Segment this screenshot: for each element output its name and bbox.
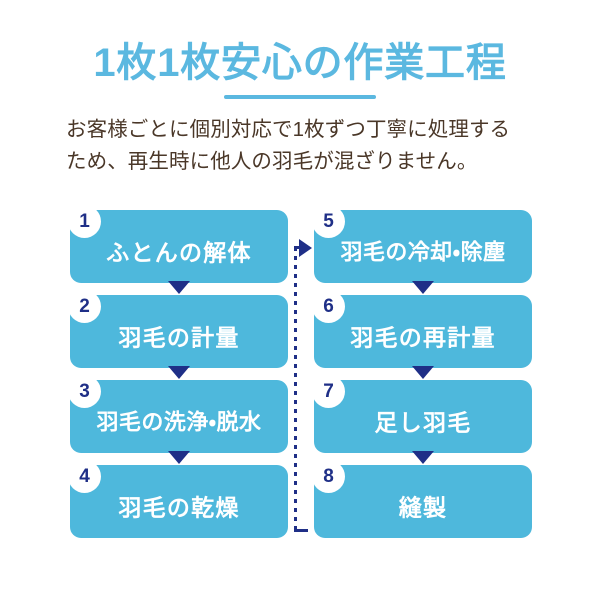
- step-number-badge-5: 5: [312, 205, 345, 238]
- step-label-3: 羽毛の洗浄・脱水: [96, 409, 262, 434]
- dotted-connector-head: [294, 246, 302, 249]
- step-label-4: 羽毛の乾燥: [118, 494, 240, 520]
- step-label-1: ふとんの解体: [106, 239, 252, 265]
- down-arrow-icon-1-to-2: [168, 281, 190, 294]
- flow-column-left: 1 ふとんの解体 2 羽毛の計量 3 羽毛の洗浄・脱水 4 羽毛の乾燥: [68, 205, 288, 538]
- step-number-badge-2: 2: [68, 290, 101, 323]
- down-arrow-icon-2-to-3: [168, 366, 190, 379]
- page-title: 1枚1枚安心の作業工程: [93, 41, 507, 85]
- flow-step-5[interactable]: 5 羽毛の冷却・除塵: [312, 205, 532, 294]
- step-number-badge-1: 1: [68, 205, 101, 238]
- step-number-badge-4: 4: [68, 460, 101, 493]
- title-underline-rule: [224, 95, 376, 99]
- step-number-badge-7: 7: [312, 375, 345, 408]
- step-label-5: 羽毛の冷却・除塵: [340, 239, 506, 264]
- step-label-6: 羽毛の再計量: [350, 324, 496, 350]
- lead-paragraph: お客様ごとに個別対応で1枚ずつ丁寧に処理する ため、再生時に他人の羽毛が混ざりま…: [66, 114, 544, 179]
- step-label-2: 羽毛の計量: [118, 324, 240, 350]
- down-arrow-icon-6-to-7: [412, 366, 434, 379]
- down-arrow-icon-7-to-8: [412, 451, 434, 464]
- down-arrow-icon-3-to-4: [168, 451, 190, 464]
- flow-step-7[interactable]: 7 足し羽毛: [312, 375, 532, 464]
- right-arrow-icon-4-to-5: [299, 239, 312, 257]
- lead-line-1: お客様ごとに個別対応で1枚ずつ丁寧に処理する: [66, 118, 511, 141]
- step-number-badge-3: 3: [68, 375, 101, 408]
- down-arrow-icon-5-to-6: [412, 281, 434, 294]
- flow-step-2[interactable]: 2 羽毛の計量: [68, 290, 288, 379]
- flow-step-4[interactable]: 4 羽毛の乾燥: [68, 460, 288, 538]
- step-label-7: 足し羽毛: [374, 409, 472, 435]
- header: 1枚1枚安心の作業工程: [0, 0, 600, 99]
- lead-line-2: ため、再生時に他人の羽毛が混ざりません。: [66, 150, 478, 174]
- flow-step-8[interactable]: 8 縫製: [312, 460, 532, 538]
- flow-step-1[interactable]: 1 ふとんの解体: [68, 205, 288, 294]
- step-number-badge-6: 6: [312, 290, 345, 323]
- dotted-connector-line: [294, 247, 297, 532]
- step-number-badge-8: 8: [312, 460, 345, 493]
- flow-step-6[interactable]: 6 羽毛の再計量: [312, 290, 532, 379]
- dotted-connector-foot: [294, 529, 308, 532]
- step-label-8: 縫製: [398, 494, 448, 520]
- flow-column-right: 5 羽毛の冷却・除塵 6 羽毛の再計量 7 足し羽毛 8 縫製: [312, 205, 532, 538]
- flow-step-3[interactable]: 3 羽毛の洗浄・脱水: [68, 375, 288, 464]
